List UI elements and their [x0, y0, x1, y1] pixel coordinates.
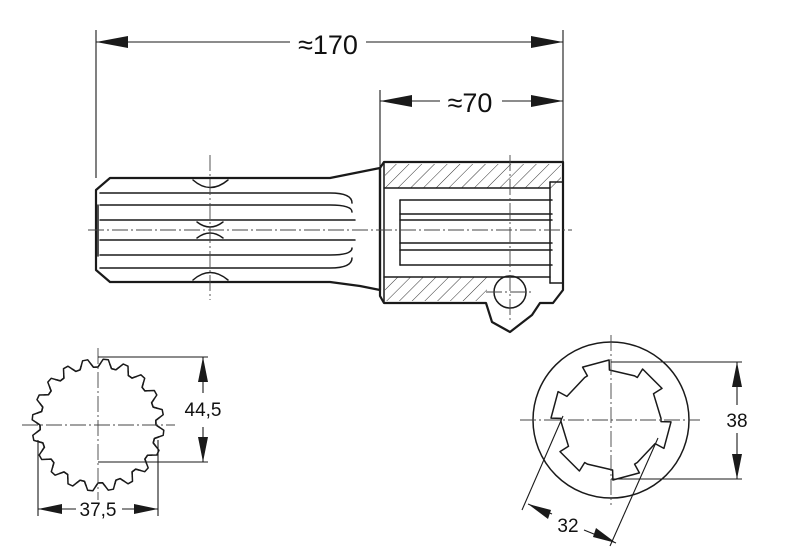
dim-bushing-inner-diameter: 32 [521, 415, 659, 547]
dim-overall-length: ≈170 [95, 30, 564, 178]
bushing-inner-diameter-label: 32 [557, 516, 578, 537]
bushing-wall-bottom [385, 277, 487, 301]
overall-length-label: ≈170 [298, 30, 358, 60]
dim-shaft-diameter: 44,5 [98, 356, 222, 463]
shaft-end-view [22, 348, 175, 500]
side-view [88, 155, 572, 334]
dim-bushing-outer-diameter: 38 [611, 361, 748, 480]
dim-bushing-length: ≈70 [379, 88, 563, 168]
dim-shaft-root-diameter: 37,5 [37, 440, 159, 521]
shaft-outline [94, 166, 382, 292]
bushing-length-label: ≈70 [448, 88, 493, 118]
bushing-end-view [520, 335, 700, 505]
bushing-outer-diameter-label: 38 [726, 411, 747, 432]
shaft-splines [97, 192, 356, 269]
bushing-splines [399, 199, 553, 266]
shaft-root-diameter-label: 37,5 [80, 500, 117, 521]
bushing-wall-top [385, 164, 561, 188]
shaft-diameter-label: 44,5 [185, 400, 222, 421]
